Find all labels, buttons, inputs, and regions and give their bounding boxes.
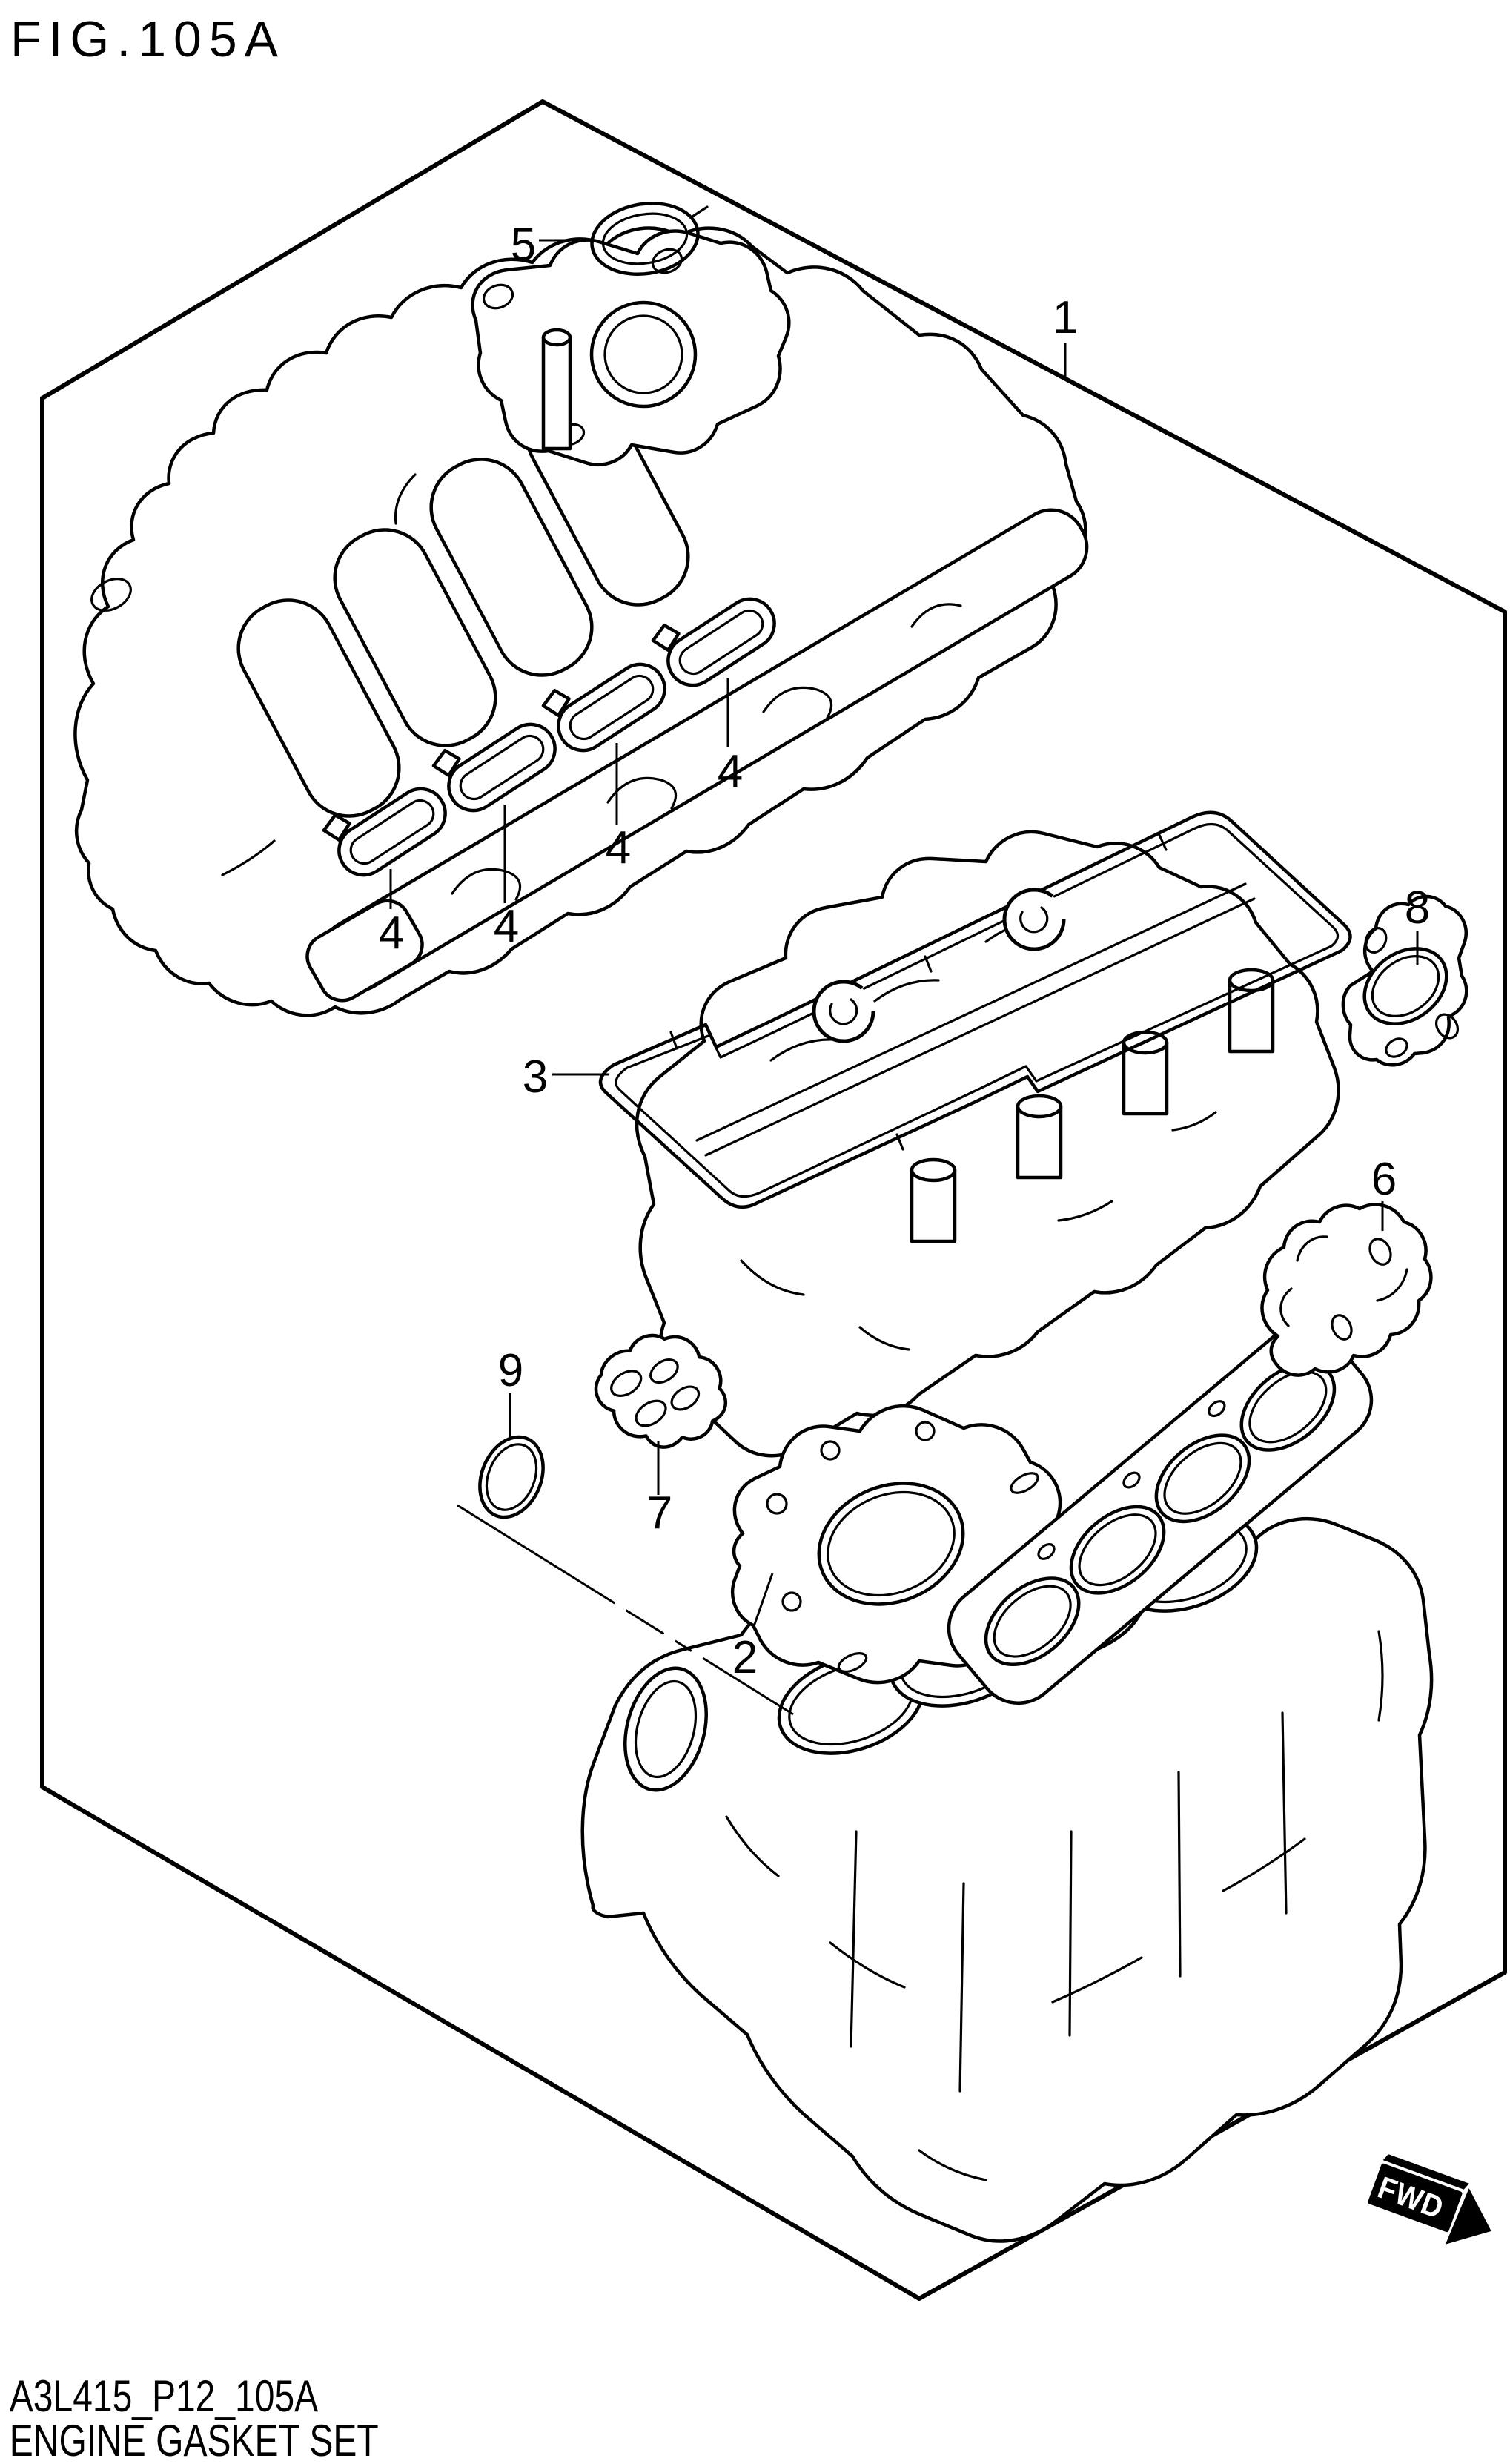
figure-title: FIG.105A (10, 11, 285, 67)
part-3-head-cover-gasket (598, 810, 1352, 1209)
part-8-exhaust-gasket (1341, 894, 1468, 1067)
diagram-border (40, 99, 1507, 2301)
callout-5: 5 (511, 219, 536, 271)
callout-7: 7 (647, 1487, 672, 1539)
fwd-arrow-head (1445, 2188, 1491, 2245)
callout-4d: 4 (379, 908, 404, 959)
manifold-stud-tube (541, 335, 572, 451)
intake-manifold-drawing (73, 226, 1089, 1017)
part-5-oring (590, 201, 709, 277)
fwd-arrow-plate (1368, 2163, 1463, 2233)
part-7-gasket (594, 1333, 728, 1449)
manifold-rail-foot (305, 899, 424, 1003)
figure-caption: ENGINE GASKET SET (10, 2416, 379, 2464)
manifold-runner (236, 598, 401, 818)
cylinder-head-drawing (635, 830, 1340, 1458)
grommet-ring (1002, 888, 1066, 951)
manifold-runner (333, 528, 497, 747)
grommet-ring (812, 980, 875, 1043)
footer: A3L415_P12_105A ENGINE GASKET SET (10, 2371, 379, 2464)
part-2-head-gasket (730, 1324, 1374, 1705)
leader-lines (389, 239, 1419, 1629)
part-4-port-gaskets (322, 597, 776, 877)
projection-line (457, 1504, 794, 1716)
callout-9: 9 (498, 1345, 523, 1396)
callout-4a: 4 (718, 746, 743, 797)
callout-2: 2 (732, 1632, 758, 1683)
fwd-arrow-bevel (1382, 2154, 1469, 2190)
callout-4c: 4 (494, 901, 519, 952)
part-9-oring (478, 1435, 545, 1519)
callout-6: 6 (1371, 1154, 1397, 1205)
cam-towers (910, 968, 1275, 1243)
throttle-bore-outer (589, 300, 698, 409)
callout-3: 3 (523, 1051, 548, 1103)
callout-1: 1 (1053, 292, 1078, 343)
callout-labels: 1 2 3 4 4 4 4 5 6 7 8 9 (379, 219, 1430, 1683)
throttle-bore-inner (603, 314, 683, 394)
callout-4b: 4 (606, 822, 631, 873)
fwd-arrow: FWD (1368, 2154, 1491, 2245)
drawing-code: A3L415_P12_105A (10, 2371, 319, 2421)
part-6-outlet-gasket (1260, 1203, 1433, 1377)
manifold-ear-hole (90, 578, 132, 612)
manifold-runner (429, 458, 594, 677)
callout-8: 8 (1405, 882, 1430, 934)
